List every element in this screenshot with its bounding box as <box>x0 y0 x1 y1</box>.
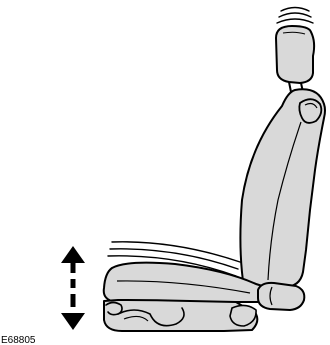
headrest <box>276 26 314 83</box>
recliner-knob <box>258 283 304 310</box>
figure-code: E68805 <box>1 335 36 345</box>
backrest <box>240 89 325 288</box>
seat-base <box>104 300 257 331</box>
double-headed-vertical-arrow-icon <box>61 246 85 330</box>
headrest-motion-lines <box>277 8 313 24</box>
